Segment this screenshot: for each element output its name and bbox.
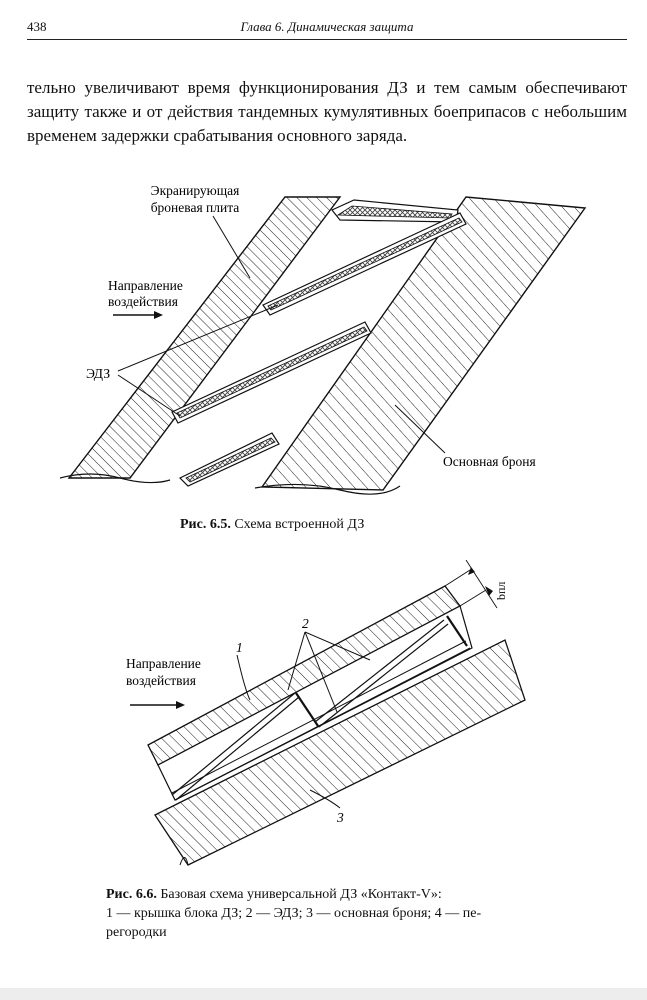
figure-6-6-caption-line-3: регородки (106, 925, 167, 940)
figure-6-6-caption-line-2: 1 — крышка блока ДЗ; 2 — ЭДЗ; 3 — основн… (106, 906, 482, 921)
label-edz: ЭДЗ (86, 366, 110, 381)
figure-6-5-diagram: Экранирующая броневая плита Направление … (59, 183, 587, 495)
viewer-bottom-bar (0, 988, 647, 1000)
label-direction-1: Направление (126, 656, 201, 671)
figure-6-5-caption-text: Схема встроенной ДЗ (234, 517, 365, 532)
edz-element-2 (262, 212, 467, 316)
page-header: 438 Глава 6. Динамическая защита (27, 19, 627, 40)
running-head: Глава 6. Динамическая защита (240, 19, 414, 34)
label-number-2: 2 (302, 616, 309, 631)
edz-element-4 (178, 432, 280, 487)
page-number: 438 (27, 19, 47, 34)
label-dimension: bпл (494, 582, 508, 600)
main-armor (260, 196, 587, 491)
label-direction-2: воздействия (108, 294, 178, 309)
edz-element-1 (331, 199, 459, 223)
label-number-1: 1 (236, 640, 243, 655)
figure-6-5-caption: Рис. 6.5. Схема встроенной ДЗ (180, 515, 364, 534)
figure-6-6-caption-prefix: Рис. 6.6. (106, 887, 157, 902)
edz-plates (171, 619, 449, 801)
label-direction-2: воздействия (126, 673, 196, 688)
label-screen-plate-1: Экранирующая (151, 183, 240, 198)
figure-6-6-diagram: Направление воздействия 1 2 3 bпл (126, 560, 526, 866)
body-paragraph: тельно увеличивают время функционировани… (27, 78, 627, 145)
figure-6-6-caption-line-1: Базовая схема универсальной ДЗ «Контакт-… (160, 887, 442, 902)
edz-element-3 (171, 321, 372, 424)
label-direction-1: Направление (108, 278, 183, 293)
partition-2 (446, 615, 468, 647)
base-armor (154, 639, 526, 866)
label-main-armor: Основная броня (443, 454, 536, 469)
partition-1 (295, 692, 319, 727)
screen-armor-plate (67, 196, 342, 479)
label-number-3: 3 (336, 810, 344, 825)
label-screen-plate-2: броневая плита (151, 200, 240, 215)
figure-6-6-caption: Рис. 6.6. Базовая схема универсальной ДЗ… (106, 885, 586, 942)
figure-6-5-caption-prefix: Рис. 6.5. (180, 517, 231, 532)
